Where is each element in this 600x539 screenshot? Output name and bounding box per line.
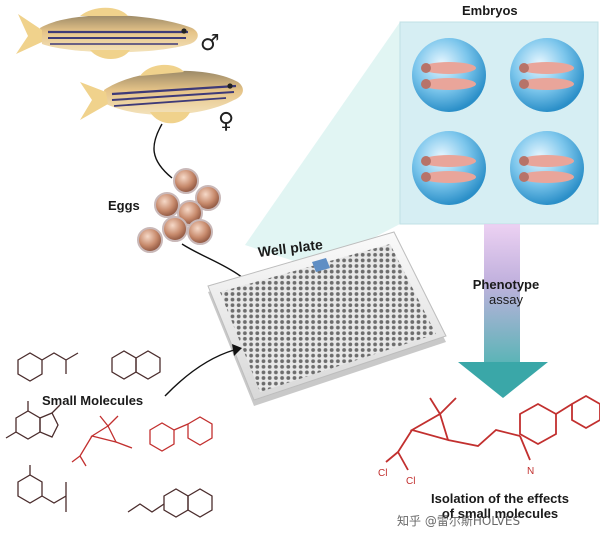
eggs-label: Eggs — [108, 198, 140, 213]
beam — [245, 22, 400, 268]
molecule-tyrosine — [17, 465, 67, 512]
phenotype-arrow-shaft — [484, 224, 520, 366]
molecules-to-plate-arrow — [164, 349, 235, 397]
molecule-aldehyde — [127, 488, 213, 518]
embryo-dish-2 — [510, 38, 584, 112]
molecules-to-plate-arrowhead — [232, 344, 242, 356]
molecule-pyrethroid-small — [71, 415, 213, 467]
chlorine-label-1: Cl — [378, 468, 387, 479]
eggs-cluster — [137, 168, 221, 253]
well-plate — [207, 231, 447, 406]
isolation-label-line2: of small molecules — [441, 505, 559, 521]
embryo-dish-1 — [412, 38, 486, 112]
embryos-label: Embryos — [462, 3, 518, 18]
phenotype-label-line1: Phenotype — [472, 277, 540, 292]
small-molecules-label: Small Molecules — [42, 393, 144, 408]
isolation-label: Isolation of the effects of small molecu… — [412, 491, 588, 522]
female-symbol-icon: ♀ — [218, 109, 234, 134]
male-symbol-icon: ♂ — [200, 31, 220, 56]
molecule-bipyridine — [111, 350, 161, 380]
fish-to-eggs-line — [153, 123, 173, 179]
chlorine-label-2: Cl — [406, 476, 415, 487]
molecule-caffeine — [5, 401, 61, 440]
phenotype-assay-label: Phenotype assay — [456, 277, 556, 308]
male-zebrafish — [16, 7, 198, 59]
embryo-dish-4 — [510, 131, 584, 205]
molecule-pyrethroid-large — [385, 394, 600, 471]
phenotype-arrow-head — [458, 362, 548, 398]
nitrogen-label: N — [527, 466, 534, 477]
phenotype-label-line2: assay — [489, 291, 523, 307]
watermark: 知乎 @雷尔斯HOLVES — [397, 514, 521, 528]
embryo-dish-3 — [412, 131, 486, 205]
female-zebrafish — [80, 64, 243, 124]
isolation-label-line1: Isolation of the effects — [431, 491, 569, 506]
molecule-phenethylamine — [17, 352, 79, 382]
